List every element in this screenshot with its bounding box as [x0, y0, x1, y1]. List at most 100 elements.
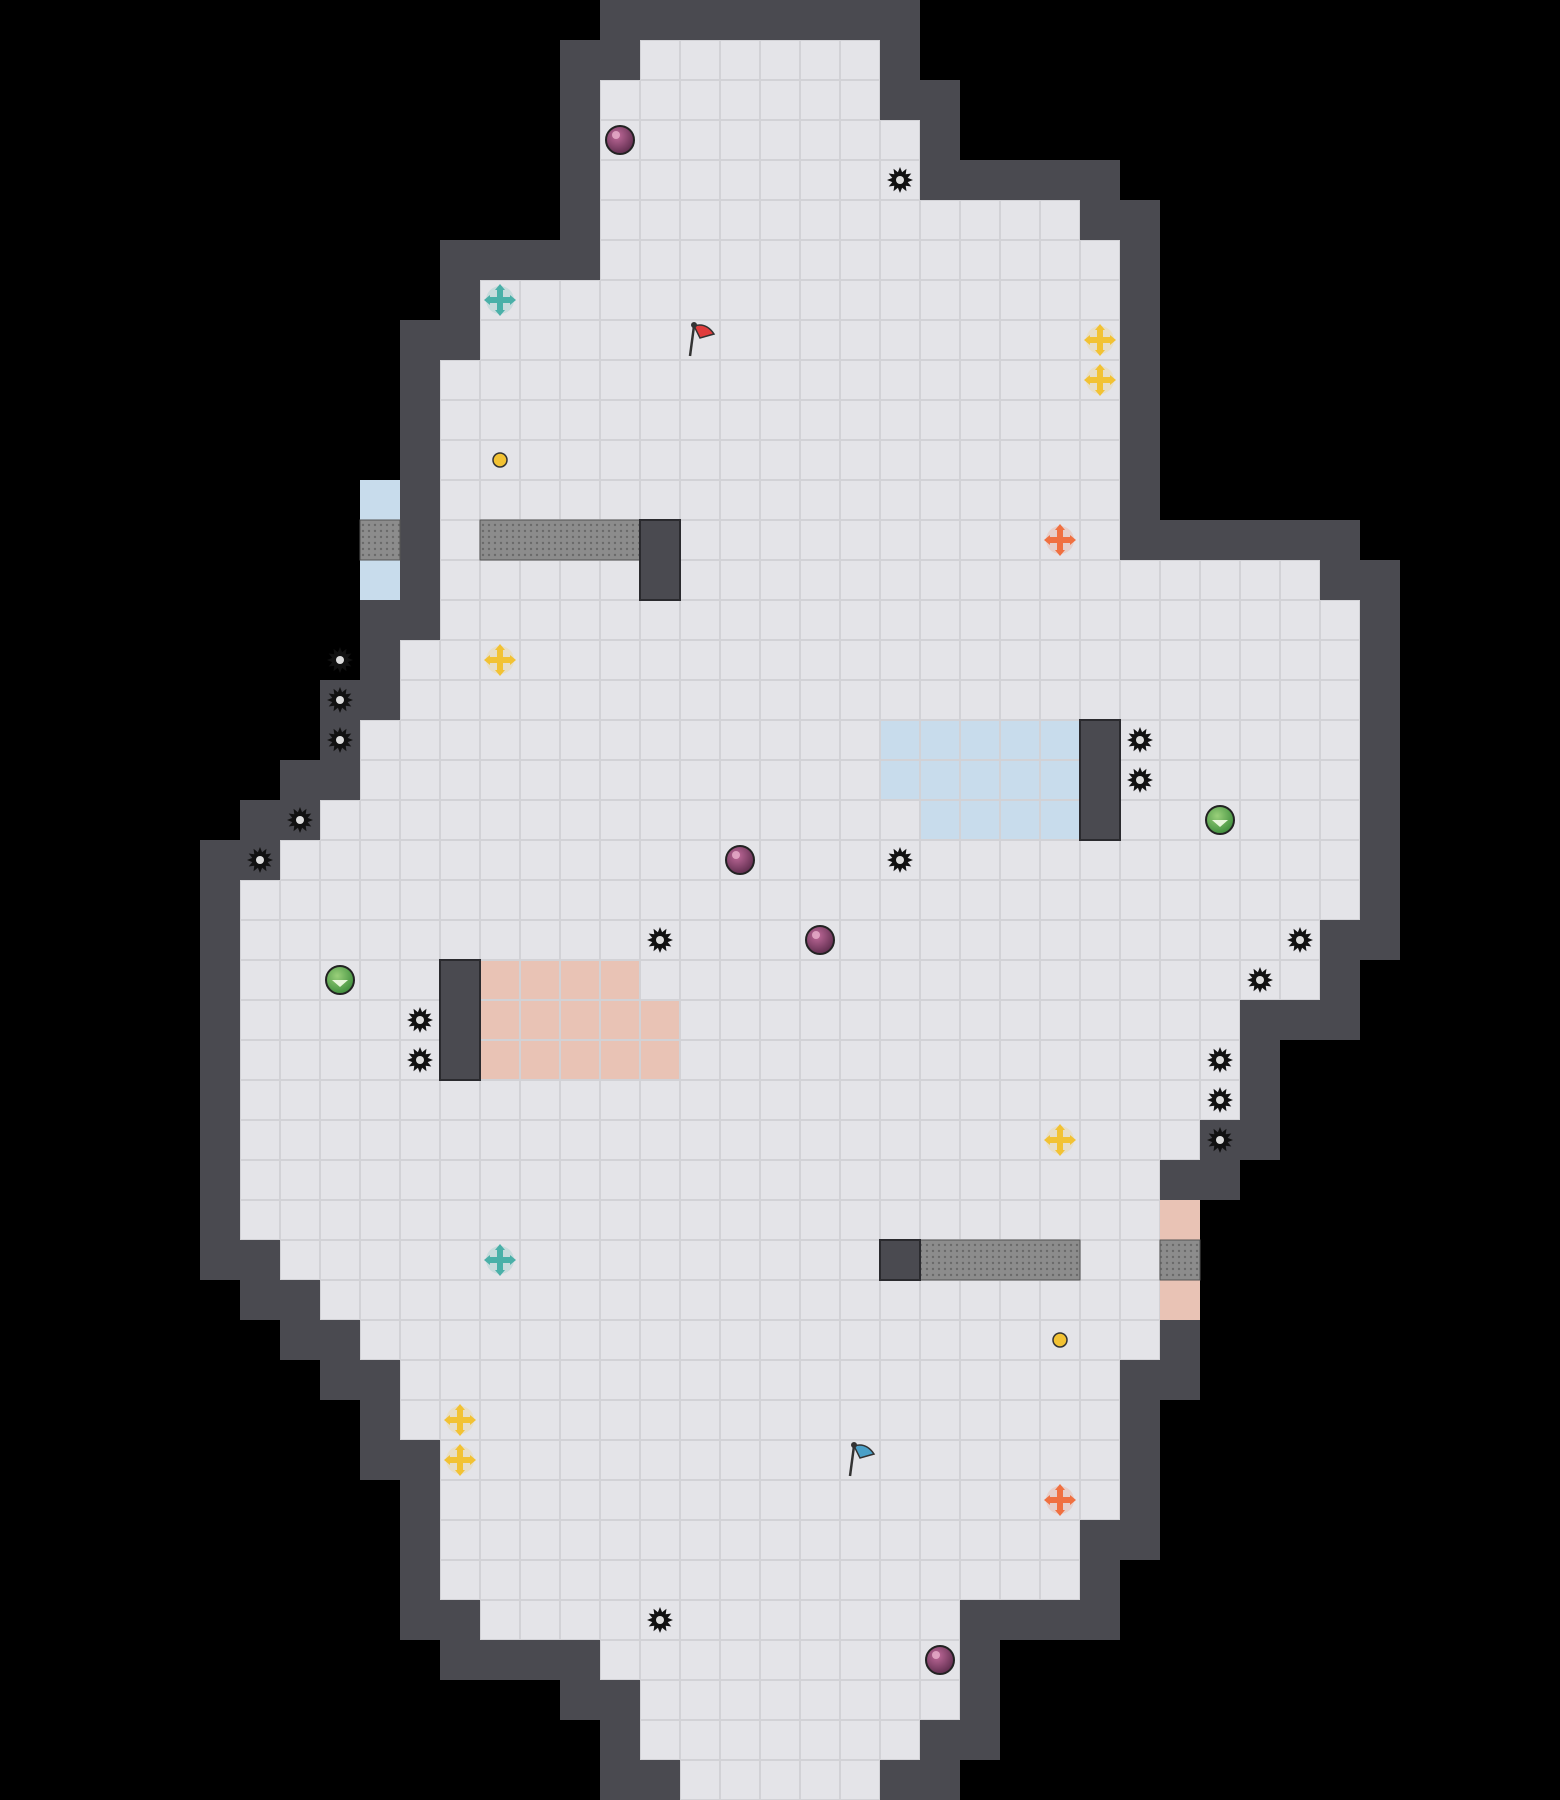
spike-icon [1287, 927, 1313, 953]
red-team-zone [1160, 1280, 1200, 1320]
grid-cell [720, 280, 760, 320]
grid-cell [840, 680, 880, 720]
grid-cell [760, 1440, 800, 1480]
grid-cell [600, 240, 640, 280]
grid-cell [1240, 680, 1280, 720]
grid-cell [1200, 840, 1240, 880]
grid-cell [800, 1080, 840, 1120]
grid-cell [1040, 1480, 1080, 1520]
grid-cell [960, 360, 1000, 400]
interior-wall [1079, 719, 1121, 841]
grid-cell [920, 1520, 960, 1560]
grid-cell [640, 1000, 680, 1040]
grid-cell [1200, 800, 1240, 840]
grid-cell [1000, 1440, 1040, 1480]
grid-cell [880, 1400, 920, 1440]
grid-cell [800, 1000, 840, 1040]
spike-icon [407, 1047, 433, 1073]
grid-cell [1080, 1000, 1120, 1040]
grid-cell [560, 1040, 600, 1080]
grid-cell [1040, 1000, 1080, 1040]
floor-tile [240, 1200, 1160, 1240]
grid-cell [240, 880, 280, 920]
grid-cell [360, 920, 400, 960]
grid-cell [840, 1680, 880, 1720]
coin-icon [492, 452, 508, 468]
grid-cell [360, 760, 400, 800]
grid-cell [960, 600, 1000, 640]
floor-tile [240, 1080, 1240, 1120]
grid-cell [600, 160, 640, 200]
grid-cell [880, 1640, 920, 1680]
grid-cell [520, 960, 560, 1000]
grid-cell [1000, 280, 1040, 320]
grid-cell [800, 360, 840, 400]
grid-cell [440, 680, 480, 720]
grid-cell [760, 1400, 800, 1440]
grid-cell [880, 1320, 920, 1360]
grid-cell [400, 1160, 440, 1200]
grid-cell [320, 1120, 360, 1160]
grid-cell [520, 1080, 560, 1120]
grid-cell [1040, 600, 1080, 640]
grid-cell [560, 1360, 600, 1400]
grid-cell [1280, 880, 1320, 920]
grid-cell [840, 800, 880, 840]
grid-cell [1040, 1360, 1080, 1400]
grid-cell [1080, 1320, 1120, 1360]
grid-cell [1080, 960, 1120, 1000]
grid-cell [360, 1160, 400, 1200]
grid-cell [1120, 880, 1160, 920]
grid-cell [240, 1120, 280, 1160]
grid-cell [480, 1240, 520, 1280]
coin-icon [1052, 1332, 1068, 1348]
grid-cell [400, 1320, 440, 1360]
grid-cell [1120, 560, 1160, 600]
grid-cell [560, 1280, 600, 1320]
grid-cell [720, 1360, 760, 1400]
grid-cell [1080, 480, 1120, 520]
grid-cell [800, 1360, 840, 1400]
grid-cell [1240, 720, 1280, 760]
grid-cell [760, 520, 800, 560]
grid-cell [520, 1320, 560, 1360]
grid-cell [680, 680, 720, 720]
grid-cell [640, 40, 680, 80]
floor-tile [440, 600, 1360, 640]
grid-cell [1040, 1120, 1080, 1160]
grid-cell [520, 1280, 560, 1320]
grid-cell [440, 880, 480, 920]
grid-cell [1240, 920, 1280, 960]
grid-cell [360, 1000, 400, 1040]
grid-cell [1120, 1160, 1160, 1200]
powerup-icon [325, 965, 355, 995]
grid-cell [520, 1040, 560, 1080]
grid-cell [1160, 560, 1200, 600]
floor-tile [360, 760, 1360, 800]
grid-cell [1280, 640, 1320, 680]
grid-cell [680, 1080, 720, 1120]
grid-cell [1040, 560, 1080, 600]
grid-cell [920, 1040, 960, 1080]
grid-cell [640, 1120, 680, 1160]
grid-cell [840, 360, 880, 400]
grid-cell [920, 480, 960, 520]
grid-cell [760, 1160, 800, 1200]
grid-cell [320, 960, 360, 1000]
grid-cell [840, 440, 880, 480]
grid-cell [760, 160, 800, 200]
grid-cell [240, 1040, 280, 1080]
bomb-icon [925, 1645, 955, 1675]
grid-cell [640, 1360, 680, 1400]
grid-cell [800, 680, 840, 720]
grid-cell [1000, 400, 1040, 440]
grid-cell [1280, 920, 1320, 960]
grid-cell [480, 880, 520, 920]
grid-cell [840, 1000, 880, 1040]
grid-cell [800, 1160, 840, 1200]
grid-cell [920, 560, 960, 600]
grid-cell [400, 880, 440, 920]
grid-cell [600, 1400, 640, 1440]
grid-cell [640, 1280, 680, 1320]
